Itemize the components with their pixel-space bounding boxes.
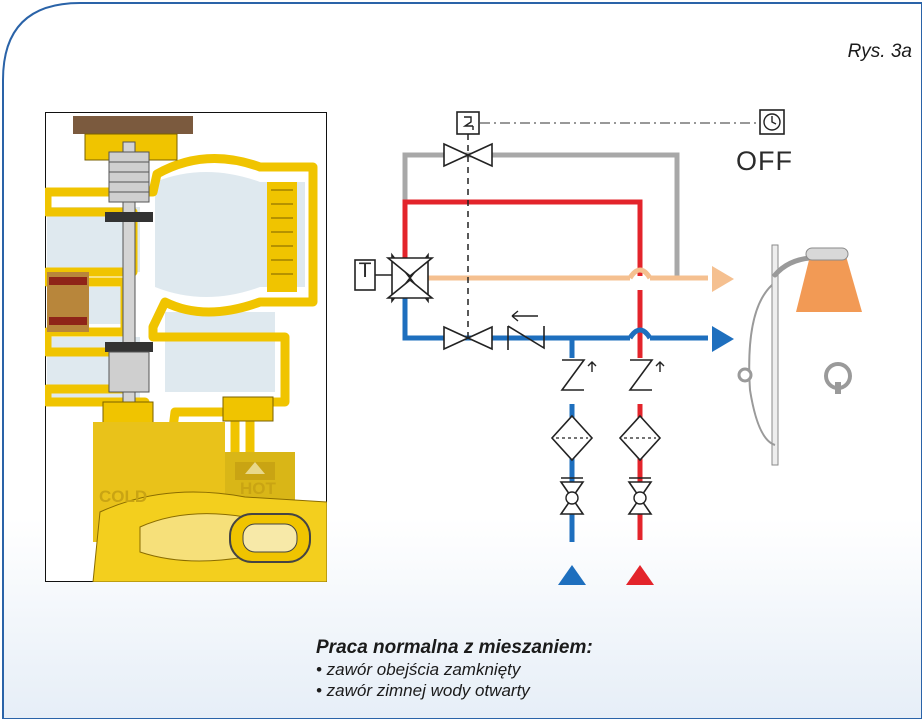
cold-isolation-valve-icon xyxy=(559,477,585,515)
caption: Praca normalna z mieszaniem: • zawór obe… xyxy=(316,637,593,701)
caption-item-bypass: • zawór obejścia zamknięty xyxy=(316,660,521,679)
timer-off-label: OFF xyxy=(736,146,793,176)
cold-shutoff-valve-icon xyxy=(443,325,493,351)
cold-inlet-label: COLD xyxy=(99,487,148,506)
hot-inlet-label: HOT xyxy=(240,479,276,498)
caption-item-cold: • zawór zimnej wody otwarty xyxy=(316,681,530,700)
cold-check-valve-icon xyxy=(560,358,597,404)
mixed-outlet-arrow-icon xyxy=(712,266,734,292)
mixing-valve-icon xyxy=(354,252,435,304)
hot-supply-arrow-icon xyxy=(626,565,654,585)
hot-filter-icon xyxy=(618,414,662,462)
bypass-pipe xyxy=(402,152,680,276)
shower-fixture-icon xyxy=(737,244,862,466)
cold-supply-arrow-icon xyxy=(558,565,586,585)
figure-label: Rys. 3a xyxy=(847,41,912,62)
cold-filter-icon xyxy=(550,414,594,462)
check-valve-icon xyxy=(507,310,545,350)
piping-schematic xyxy=(354,109,862,585)
hot-isolation-valve-icon xyxy=(627,477,653,515)
timer-clock-icon xyxy=(759,109,785,135)
bypass-valve-icon xyxy=(443,142,493,168)
cold-pipe xyxy=(402,295,630,341)
valve-cutaway xyxy=(45,112,327,582)
cold-outlet-arrow-icon xyxy=(712,326,734,352)
bypass-actuator-icon xyxy=(456,111,480,135)
hot-check-valve-icon xyxy=(628,358,665,404)
caption-title: Praca normalna z mieszaniem: xyxy=(316,637,593,658)
hot-pipe xyxy=(402,199,643,276)
thermostat-label: T xyxy=(358,259,372,282)
